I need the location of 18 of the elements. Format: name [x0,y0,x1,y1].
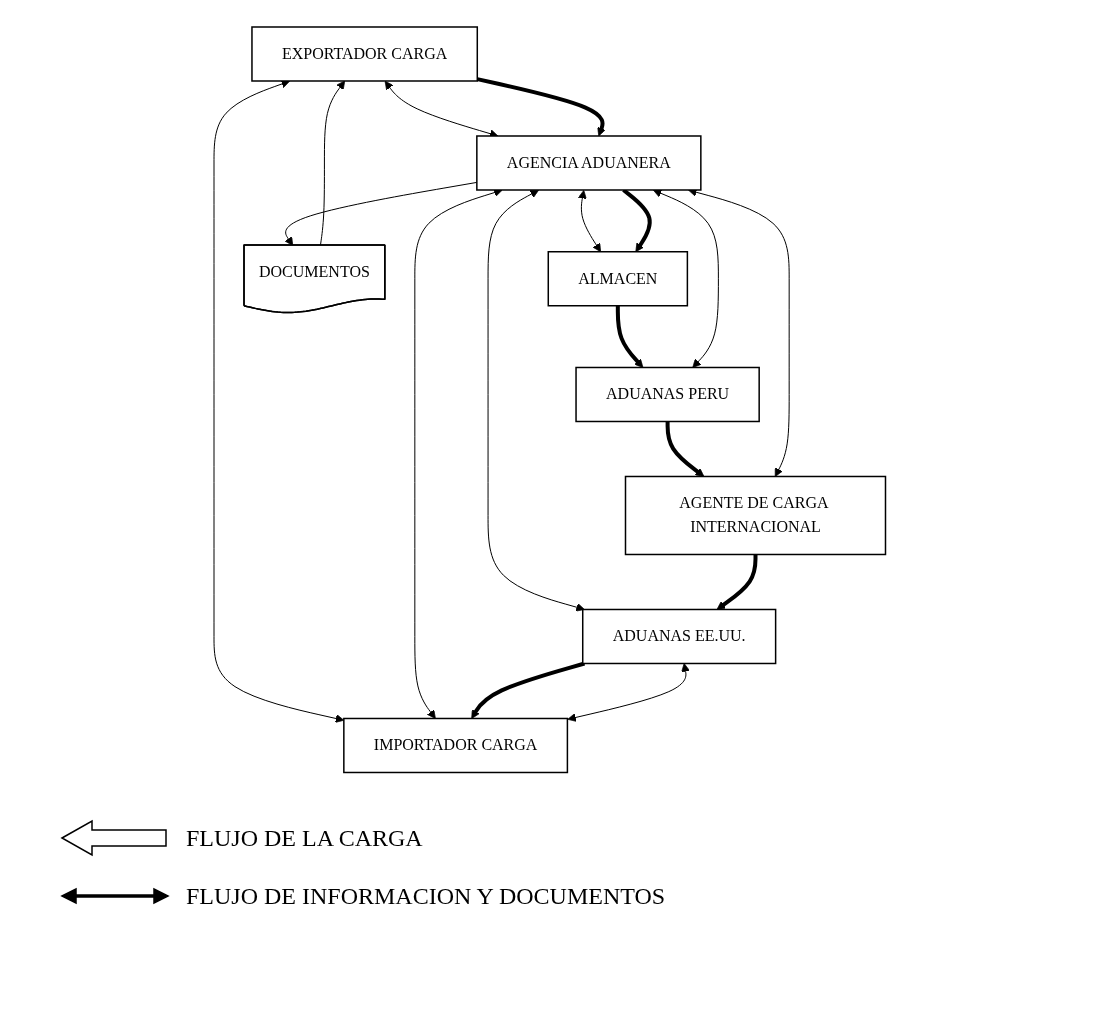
node-box: IMPORTADOR CARGA [343,718,569,774]
arrow [653,189,720,369]
node-box: ADUANAS PERU [575,367,761,423]
node-box: AGENTE DE CARGA INTERNACIONAL [625,476,887,556]
arrow [665,421,705,478]
node-box: ADUANAS EE.UU. [582,609,777,665]
arrow [716,554,758,611]
arrow [578,190,602,253]
legend-text: FLUJO DE LA CARGA [186,824,423,852]
arrow [616,306,644,369]
node-box: ALMACEN [547,251,689,307]
node-box: EXPORTADOR CARGA [251,26,479,82]
arrow [477,77,606,137]
arrow [567,663,691,723]
node-box: AGENCIA ADUANERA [476,135,702,191]
arrow [471,661,586,720]
arrow [487,190,586,612]
legend-text: FLUJO DE INFORMACION Y DOCUMENTOS [186,882,666,910]
